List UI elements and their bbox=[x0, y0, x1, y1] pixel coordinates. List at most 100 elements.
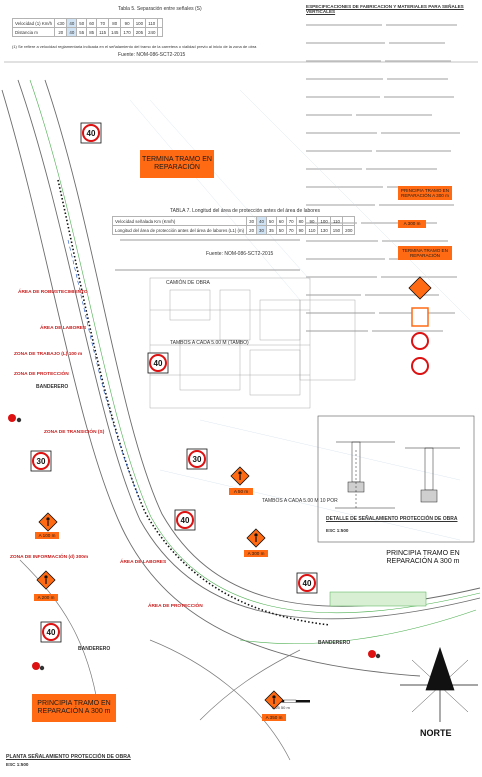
table-5-title: Tabla 5. Separación entre señales (S) bbox=[118, 6, 202, 12]
table-5-source: Fuente: NOM-086-SCT2-2015 bbox=[118, 52, 186, 58]
specification-text-line bbox=[356, 114, 432, 116]
speed-limit-sign: 40 bbox=[80, 122, 102, 149]
specification-text-line bbox=[383, 96, 454, 98]
svg-text:30: 30 bbox=[37, 457, 46, 466]
specification-text-line bbox=[376, 150, 451, 152]
table-7-title: TABLA 7. Longitud del área de protección… bbox=[170, 208, 321, 214]
green-edge-lines bbox=[29, 79, 481, 645]
zone-label: ZONA DE TRANSICIÓN (S) bbox=[44, 430, 105, 435]
svg-text:40: 40 bbox=[303, 579, 312, 588]
specification-text-line bbox=[306, 78, 383, 80]
specification-text-line bbox=[306, 330, 368, 332]
specification-text-line bbox=[382, 240, 448, 242]
specifications-title: ESPECIFICACIONES DE FABRICACION Y MATERI… bbox=[306, 4, 464, 14]
zone-label: ZONA DE TRABAJO (L) 100 m bbox=[14, 352, 83, 357]
specification-text-line bbox=[381, 132, 460, 134]
distance-plate: A 350 m bbox=[262, 714, 286, 721]
specification-text-line bbox=[387, 78, 448, 80]
sign-legend: PRINCIPIA TRAMO EN REPARACIÓN A 300 m A … bbox=[398, 186, 478, 260]
road-work-sign bbox=[246, 528, 266, 553]
blue-offset-line bbox=[67, 239, 141, 501]
specification-text-line bbox=[386, 24, 457, 26]
specification-text-line bbox=[306, 276, 377, 278]
north-label: NORTE bbox=[420, 728, 452, 738]
distance-plate: A 50 m bbox=[229, 488, 253, 495]
scale-label: 0 25 50 m bbox=[272, 705, 290, 710]
specification-text-line bbox=[306, 186, 383, 188]
zone-label: ZONA DE INFORMACIÓN (d) 300m bbox=[10, 555, 89, 560]
zone-label: ÁREA DE ROBUSTECIMIENTO bbox=[18, 290, 88, 295]
specification-text-line bbox=[366, 168, 437, 170]
zone-label: ÁREA DE LABORES bbox=[120, 560, 167, 565]
specification-text-line bbox=[388, 42, 445, 44]
specification-text-line bbox=[306, 204, 375, 206]
legend-item-principia: TERMINA TRAMO EN REPARACIÓN bbox=[398, 246, 452, 260]
table-5-note: (1) Se refiere a velocidad reglamentaria… bbox=[12, 44, 257, 49]
specification-text-line bbox=[306, 312, 375, 314]
speed-limit-sign: 40 bbox=[174, 509, 196, 536]
distance-plate: A 100 m bbox=[35, 532, 59, 539]
speed-limit-sign: 30 bbox=[30, 450, 52, 477]
specification-text-line bbox=[306, 258, 385, 260]
specification-text-line bbox=[365, 294, 439, 296]
road-work-sign bbox=[36, 570, 56, 595]
specification-text-line bbox=[385, 60, 451, 62]
legend-item-plate: A 300 m bbox=[398, 220, 426, 228]
distance-plate: A 300 m bbox=[244, 550, 268, 557]
svg-text:40: 40 bbox=[154, 359, 163, 368]
speed-limit-sign: 40 bbox=[147, 352, 169, 379]
specification-text-line bbox=[306, 150, 372, 152]
specification-text-line bbox=[306, 24, 382, 26]
speed-limit-sign: 40 bbox=[40, 621, 62, 648]
svg-text:40: 40 bbox=[87, 129, 96, 138]
zone-label: ÁREA DE LABORES bbox=[40, 326, 87, 331]
road-work-sign bbox=[230, 466, 250, 491]
table-7: Velocidad señalada Km (Km/h) 30 40 50 60… bbox=[111, 216, 356, 235]
highway-edges bbox=[1, 79, 481, 677]
specification-text-line bbox=[306, 42, 385, 44]
specification-text-line bbox=[372, 330, 443, 332]
north-arrow-icon bbox=[400, 646, 478, 722]
annotation: CAMIÓN DE OBRA bbox=[166, 280, 210, 286]
flagger-label: BANDERERO bbox=[36, 384, 69, 390]
zone-label: ZONA DE PROTECCIÓN bbox=[14, 372, 69, 377]
flagger-icon bbox=[8, 414, 381, 671]
detail-drawing bbox=[317, 415, 475, 543]
survey-grid bbox=[129, 89, 471, 541]
plan-scale: ESC 1:500 bbox=[6, 762, 29, 767]
specification-text-line bbox=[306, 294, 361, 296]
road-work-sign bbox=[264, 690, 284, 715]
speed-limit-sign: 30 bbox=[186, 448, 208, 475]
table-7-source: Fuente: NOM-086-SCT2-2015 bbox=[206, 251, 274, 257]
detail-scale: ESC 1:500 bbox=[326, 528, 349, 533]
specification-text-line bbox=[378, 204, 454, 206]
zone-label: ÁREA DE PROTECCIÓN bbox=[148, 604, 203, 609]
distance-plate: A 200 m bbox=[34, 594, 58, 601]
specification-text-line bbox=[306, 132, 377, 134]
svg-text:40: 40 bbox=[181, 516, 190, 525]
annotation: TAMBOS A CADA 5.00 M (TAMBO) bbox=[170, 340, 249, 346]
cross-roads bbox=[19, 239, 301, 761]
green-area bbox=[329, 591, 427, 607]
svg-text:30: 30 bbox=[193, 455, 202, 464]
start-work-zone-banner-right: PRINCIPIA TRAMO EN REPARACIÓN A 300 m bbox=[386, 550, 460, 565]
end-work-zone-banner: TERMINA TRAMO EN REPARACIÓN bbox=[140, 150, 214, 178]
building-footprint bbox=[149, 277, 356, 409]
specification-text-line bbox=[306, 60, 381, 62]
table-7-row-label: Velocidad señalada Km (Km/h) bbox=[111, 216, 248, 226]
specification-text-line bbox=[306, 168, 362, 170]
speed-limit-sign: 40 bbox=[296, 572, 318, 599]
specification-text-line bbox=[306, 240, 378, 242]
table-7-row-label: Longitud del área de protección antes de… bbox=[111, 225, 248, 235]
specification-text-line bbox=[381, 276, 457, 278]
start-work-zone-banner: PRINCIPIA TRAMO EN REPARACIÓN A 300 m bbox=[32, 694, 116, 722]
road-work-sign bbox=[38, 512, 58, 537]
plan-title: PLANTA SEÑALAMIENTO PROTECCIÓN DE OBRA bbox=[6, 754, 131, 760]
table-5: Velocidad (1) Km/h ≤30 40 50 60 70 80 90… bbox=[11, 18, 164, 37]
channelizing-devices bbox=[57, 179, 331, 626]
flagger-label: BANDERERO bbox=[318, 640, 351, 646]
specification-text-line bbox=[306, 96, 380, 98]
flagger-label: BANDERERO bbox=[78, 646, 111, 652]
